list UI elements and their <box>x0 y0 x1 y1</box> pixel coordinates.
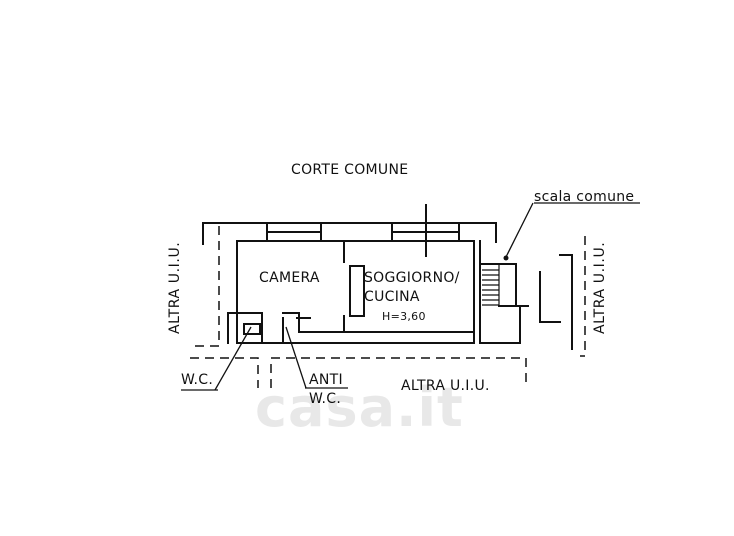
fireplace <box>349 265 365 317</box>
label-soggiorno: SOGGIORNO/ <box>364 270 460 286</box>
outer-wall-top <box>202 222 497 243</box>
stair-wall <box>479 240 521 344</box>
anti-leader <box>285 326 307 389</box>
boundary-bottom-right <box>270 357 527 388</box>
label-camera: CAMERA <box>259 270 320 286</box>
label-anti: ANTI <box>309 372 343 388</box>
stair-treads <box>482 264 500 306</box>
wc-fixture <box>243 323 261 335</box>
inner-wall-top <box>236 240 475 344</box>
boundary-right <box>580 236 586 357</box>
label-wc: W.C. <box>181 372 214 388</box>
anti-top <box>282 312 300 333</box>
label-altezza: H=3,60 <box>382 310 426 323</box>
label-corte-comune: CORTE COMUNE <box>291 162 409 178</box>
label-altra-uiu-bottom: ALTRA U.I.U. <box>401 378 490 394</box>
label-altra-uiu-right: ALTRA U.I.U. <box>592 241 608 334</box>
boundary-bottom-left <box>190 357 259 388</box>
stair-right-wall <box>539 271 561 323</box>
boundary-left <box>190 226 220 347</box>
label-altra-uiu-left: ALTRA U.I.U. <box>167 241 183 334</box>
scala-leader <box>505 202 534 258</box>
watermark: casa.it <box>255 376 464 439</box>
label-cucina: CUCINA <box>364 289 420 305</box>
scala-leader-dot <box>503 255 509 261</box>
label-anti-wc: W.C. <box>309 391 342 407</box>
label-scala-comune: scala comune <box>534 189 635 205</box>
right-wall <box>559 254 573 350</box>
wc-leader <box>214 326 252 391</box>
